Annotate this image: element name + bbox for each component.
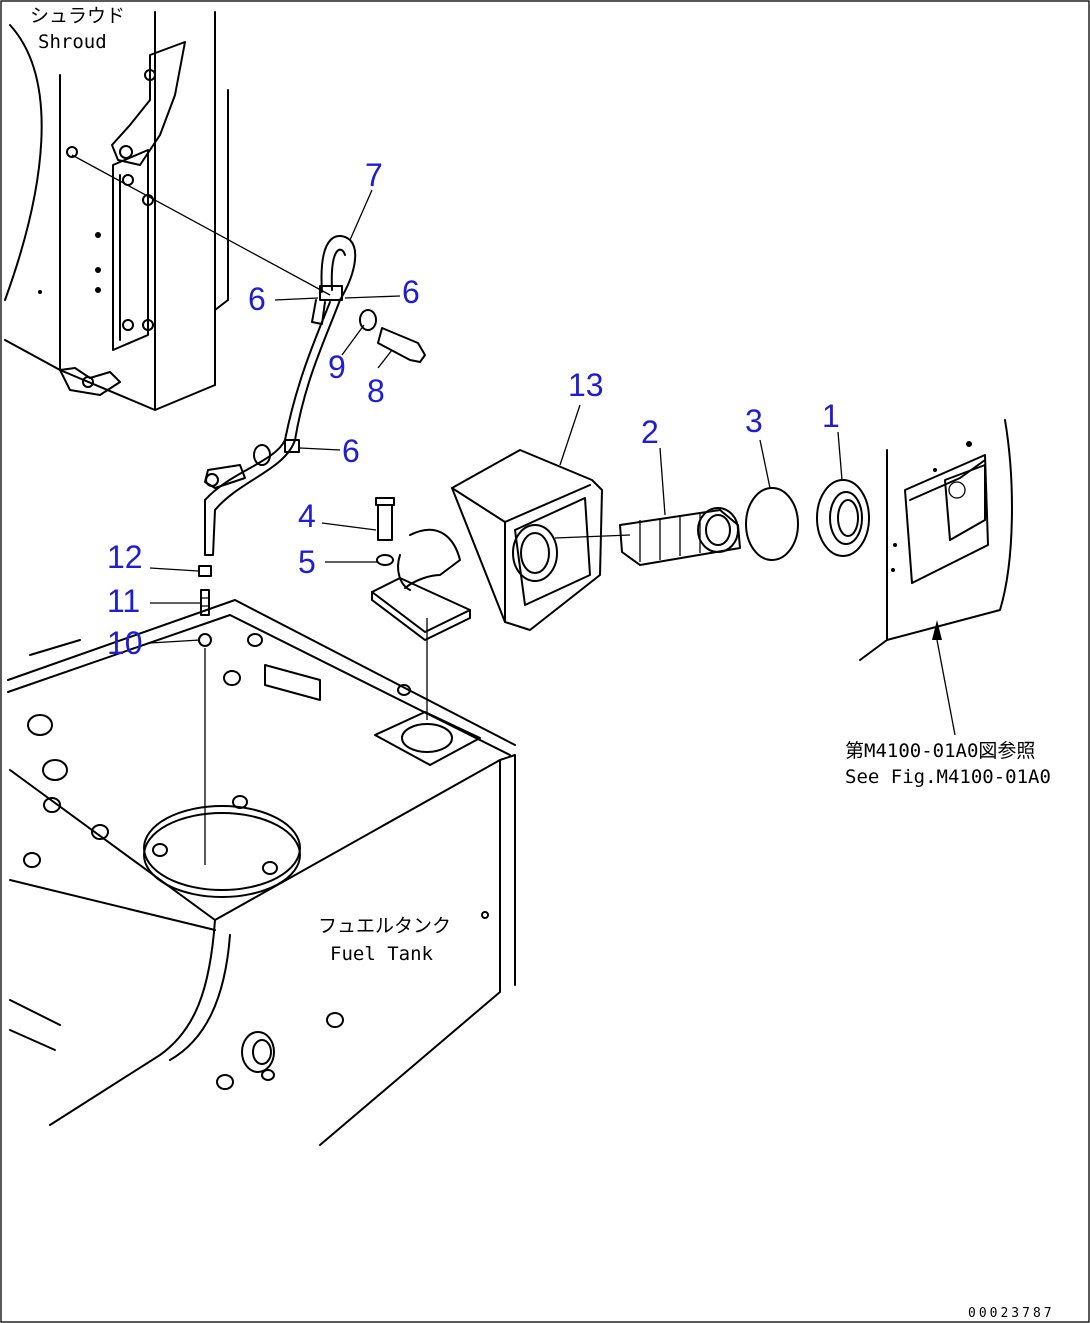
hose-assembly <box>71 154 426 865</box>
shroud-label-en: Shroud <box>38 31 107 53</box>
callout-7: 7 <box>365 157 383 193</box>
callout-12: 12 <box>107 539 143 575</box>
leader-lines <box>149 189 843 644</box>
shroud-assembly <box>4 11 229 411</box>
filler-assembly <box>371 449 870 641</box>
side-panel <box>859 419 1013 736</box>
reference-label-jp: 第M4100-01A0図参照 <box>845 740 1035 762</box>
callout-6-left: 6 <box>248 281 266 317</box>
callout-2: 2 <box>641 414 659 450</box>
shroud-label-jp: シュラウド <box>30 5 125 27</box>
callout-6-lower: 6 <box>342 433 360 469</box>
callout-9: 9 <box>328 349 346 385</box>
callout-3: 3 <box>745 403 763 439</box>
fuel-tank <box>7 599 516 1146</box>
fuel-tank-label-jp: フュエルタンク <box>318 915 451 937</box>
fuel-tank-label-en: Fuel Tank <box>330 943 434 965</box>
callout-4: 4 <box>298 498 316 534</box>
drawing-code: 00023787 <box>968 1306 1055 1321</box>
callout-8: 8 <box>367 373 385 409</box>
callout-10: 10 <box>107 625 143 661</box>
callout-13: 13 <box>568 367 604 403</box>
reference-label-en: See Fig.M4100-01A0 <box>845 766 1051 788</box>
callout-11: 11 <box>107 583 140 619</box>
callout-5: 5 <box>298 544 316 580</box>
callout-6-right: 6 <box>402 274 420 310</box>
callout-1: 1 <box>822 398 840 434</box>
